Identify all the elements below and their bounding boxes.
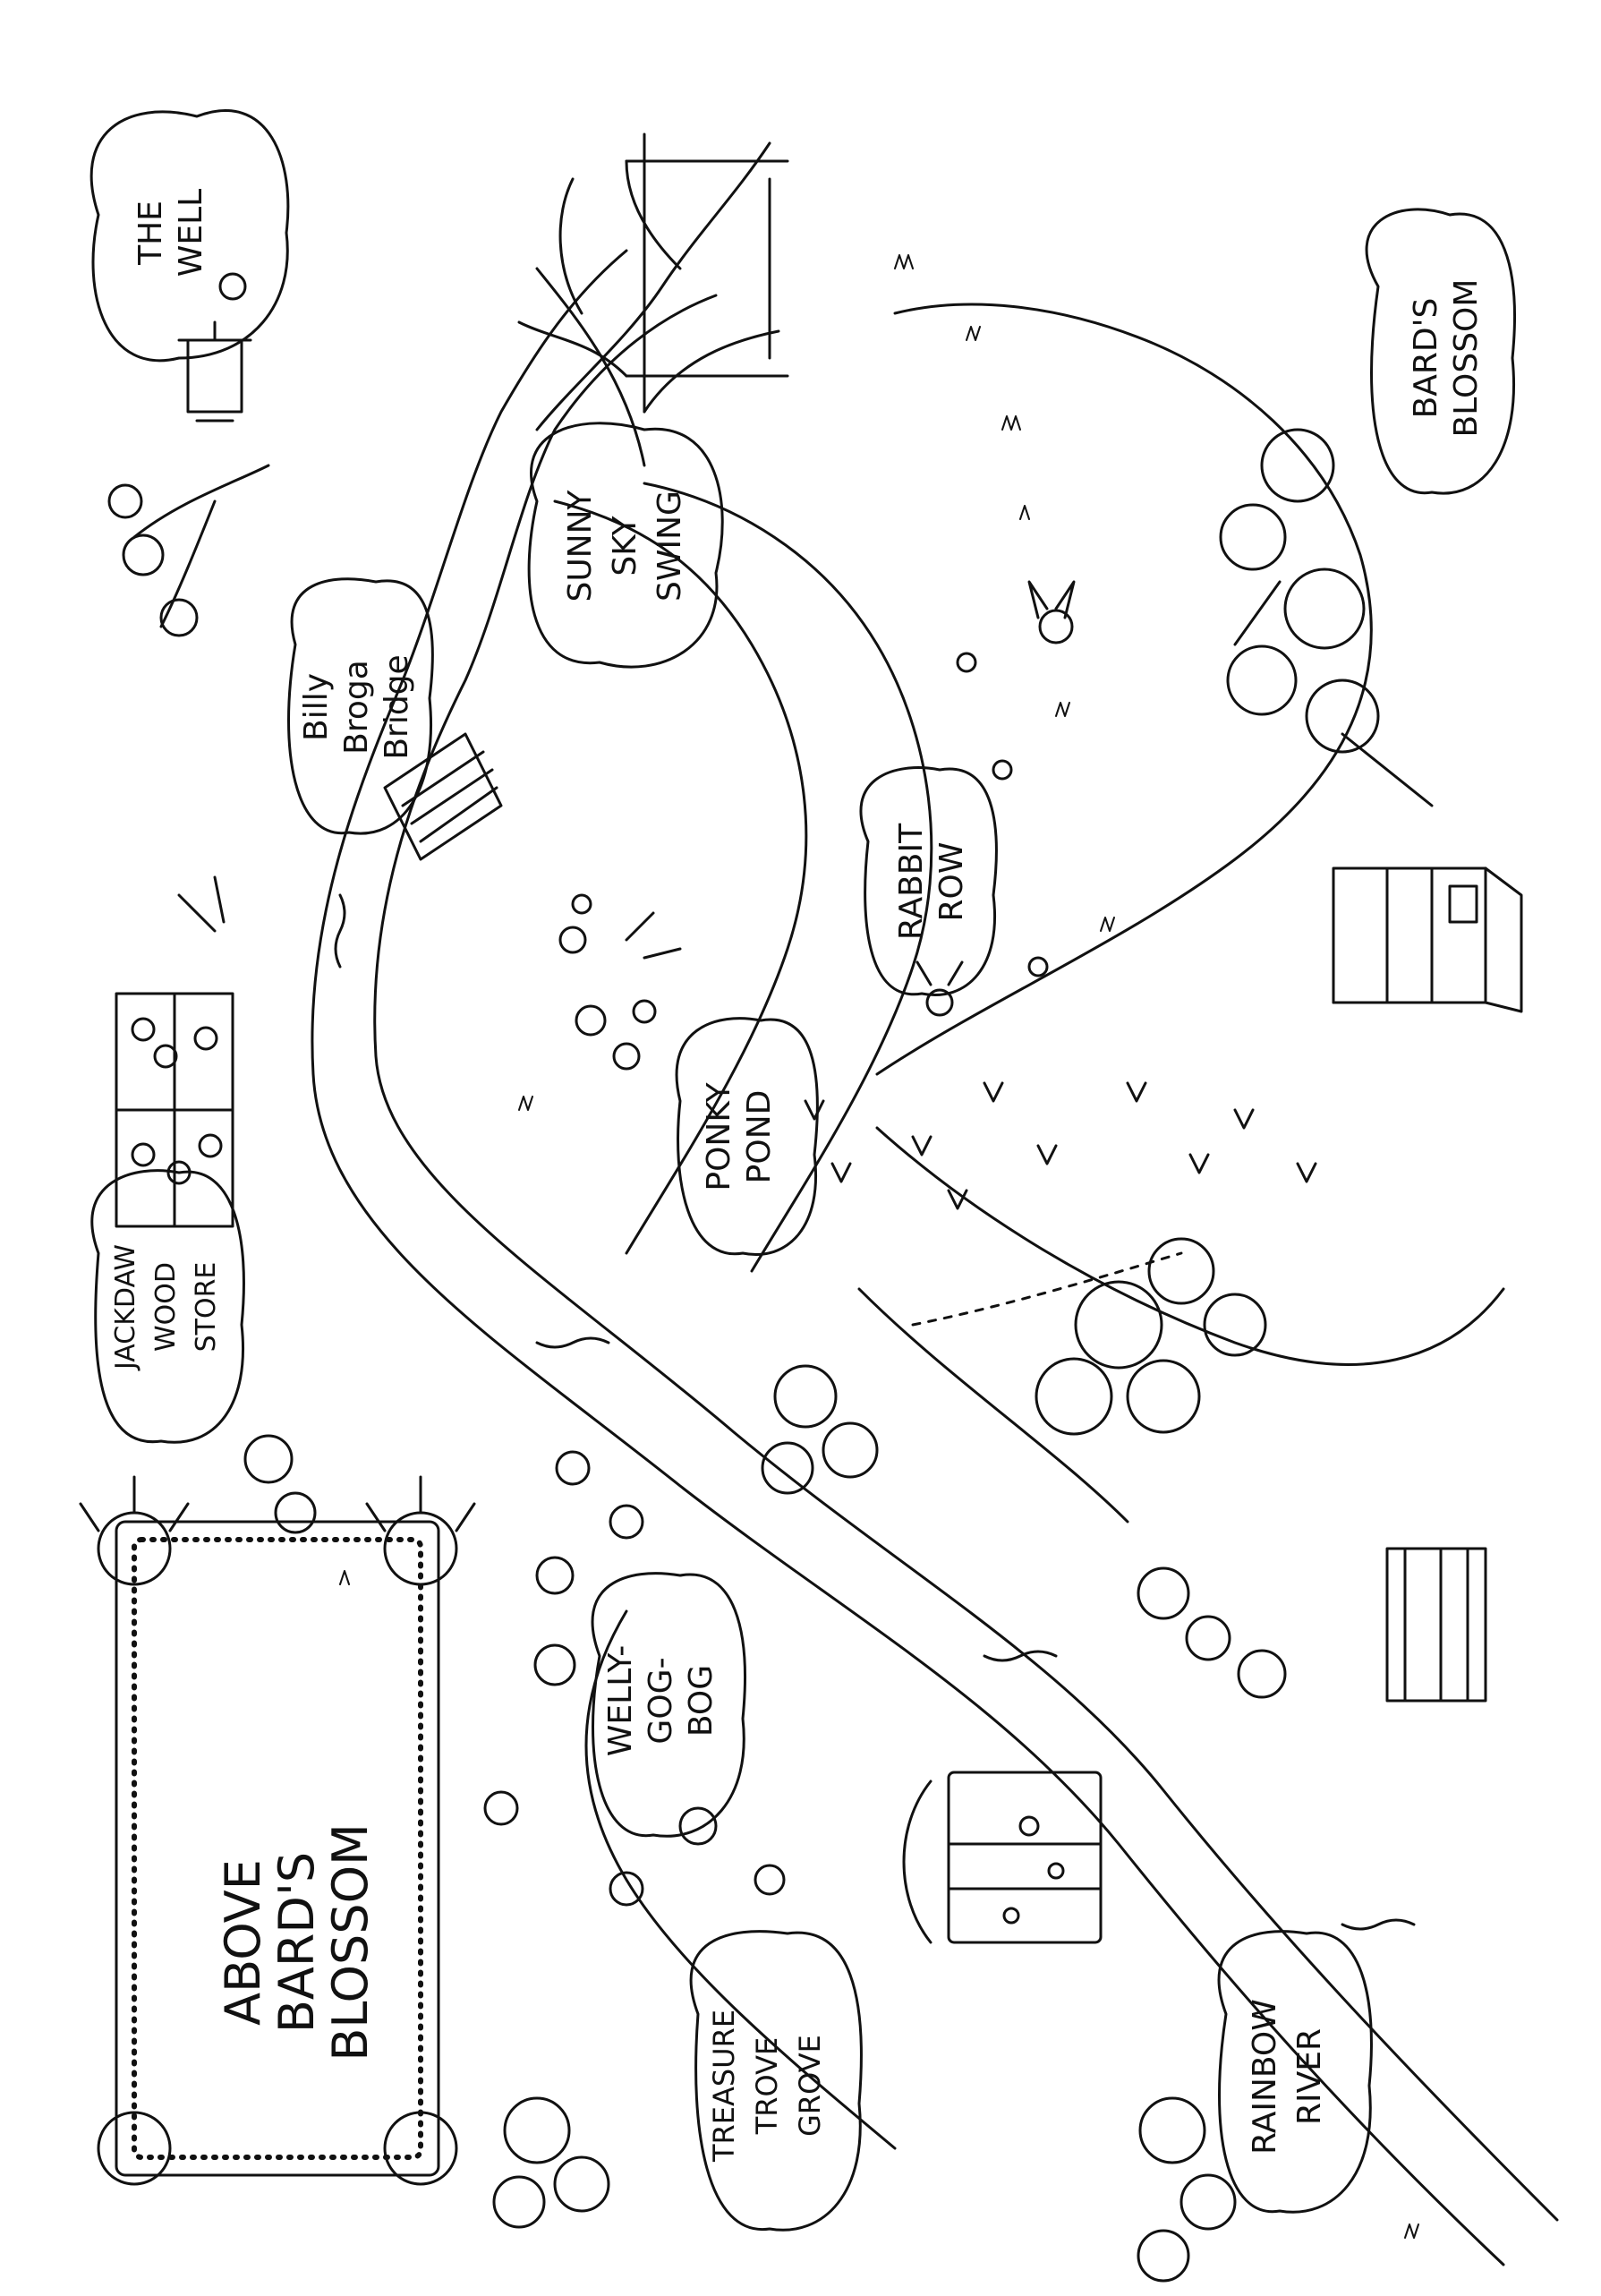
label-rainbow-2: RIVER	[1291, 2028, 1328, 2125]
bridge	[383, 732, 503, 861]
bubble-jackdaw-wood-store	[90, 1169, 245, 1444]
label-rabbit-row-1: RABBIT	[893, 823, 930, 940]
sky-swing	[625, 132, 789, 414]
label-welly-3: BOG	[683, 1665, 720, 1737]
bubble-billy-broga-bridge	[287, 577, 434, 835]
bubble-welly-gog-bog	[591, 1572, 746, 1838]
bubble-the-well	[89, 109, 290, 363]
title-line-1: ABOVE	[215, 1859, 271, 2026]
label-swing-2: SKY	[607, 515, 643, 576]
pond-decor	[558, 893, 682, 1071]
label-rainbow-1: RAINBOW	[1247, 1999, 1283, 2155]
label-bridge-1: Billy	[298, 673, 335, 741]
winding-paths	[553, 303, 1505, 2150]
wood-store	[115, 875, 234, 1228]
label-jackdaw-1: JACKDAW	[110, 1244, 141, 1371]
label-bards-blossom-1: BARD'S	[1408, 298, 1444, 419]
bubble-sunny-sky-swing	[527, 422, 724, 669]
label-treasure-2: TROVE	[750, 2037, 784, 2136]
title-line-3: BLOSSOM	[322, 1823, 379, 2061]
label-the-well-1: THE	[132, 201, 169, 266]
bubble-rabbit-row	[859, 766, 998, 996]
label-treasure-3: GROVE	[793, 2035, 827, 2137]
well	[177, 272, 252, 422]
grass-tufts	[339, 254, 1419, 2239]
label-swing-3: SWING	[651, 491, 688, 602]
label-welly-2: GOG-	[643, 1657, 679, 1744]
treasure-chest	[902, 1771, 1103, 1944]
label-bridge-2: Broga	[338, 660, 375, 755]
label-jackdaw-3: STORE	[191, 1262, 222, 1353]
bench	[1385, 1547, 1487, 1703]
bubble-bards-blossom	[1365, 208, 1516, 495]
label-the-well-2: WELL	[173, 189, 209, 277]
house	[1332, 866, 1523, 1013]
label-welly-1: WELLY-	[602, 1645, 639, 1756]
rabbits	[915, 580, 1076, 1017]
trees	[107, 141, 1434, 2283]
place-labels: THE WELL SUNNY SKY SWING Billy Broga Bri…	[110, 189, 1485, 2163]
bird-footprints	[804, 1081, 1317, 1210]
title: ABOVE BARD'S BLOSSOM	[215, 1823, 379, 2061]
label-bards-blossom-2: BLOSSOM	[1448, 279, 1485, 438]
label-ponky-pond-1: PONKY	[701, 1081, 737, 1191]
label-treasure-1: TREASURE	[707, 2010, 741, 2163]
bubble-rainbow-river	[1217, 1930, 1373, 2214]
label-bubbles	[89, 109, 1516, 2232]
bubble-treasure-trove-grove	[689, 1930, 863, 2232]
label-bridge-3: Bridge	[379, 654, 415, 759]
title-line-2: BARD'S	[268, 1852, 325, 2033]
rainbow-river	[311, 249, 1559, 2266]
label-jackdaw-2: WOOD	[150, 1262, 182, 1352]
stepping-stones	[483, 1450, 786, 1907]
label-ponky-pond-2: POND	[741, 1090, 778, 1184]
label-rabbit-row-2: ROW	[933, 842, 970, 922]
label-swing-1: SUNNY	[562, 489, 599, 602]
bubble-ponky-pond	[675, 1017, 819, 1256]
